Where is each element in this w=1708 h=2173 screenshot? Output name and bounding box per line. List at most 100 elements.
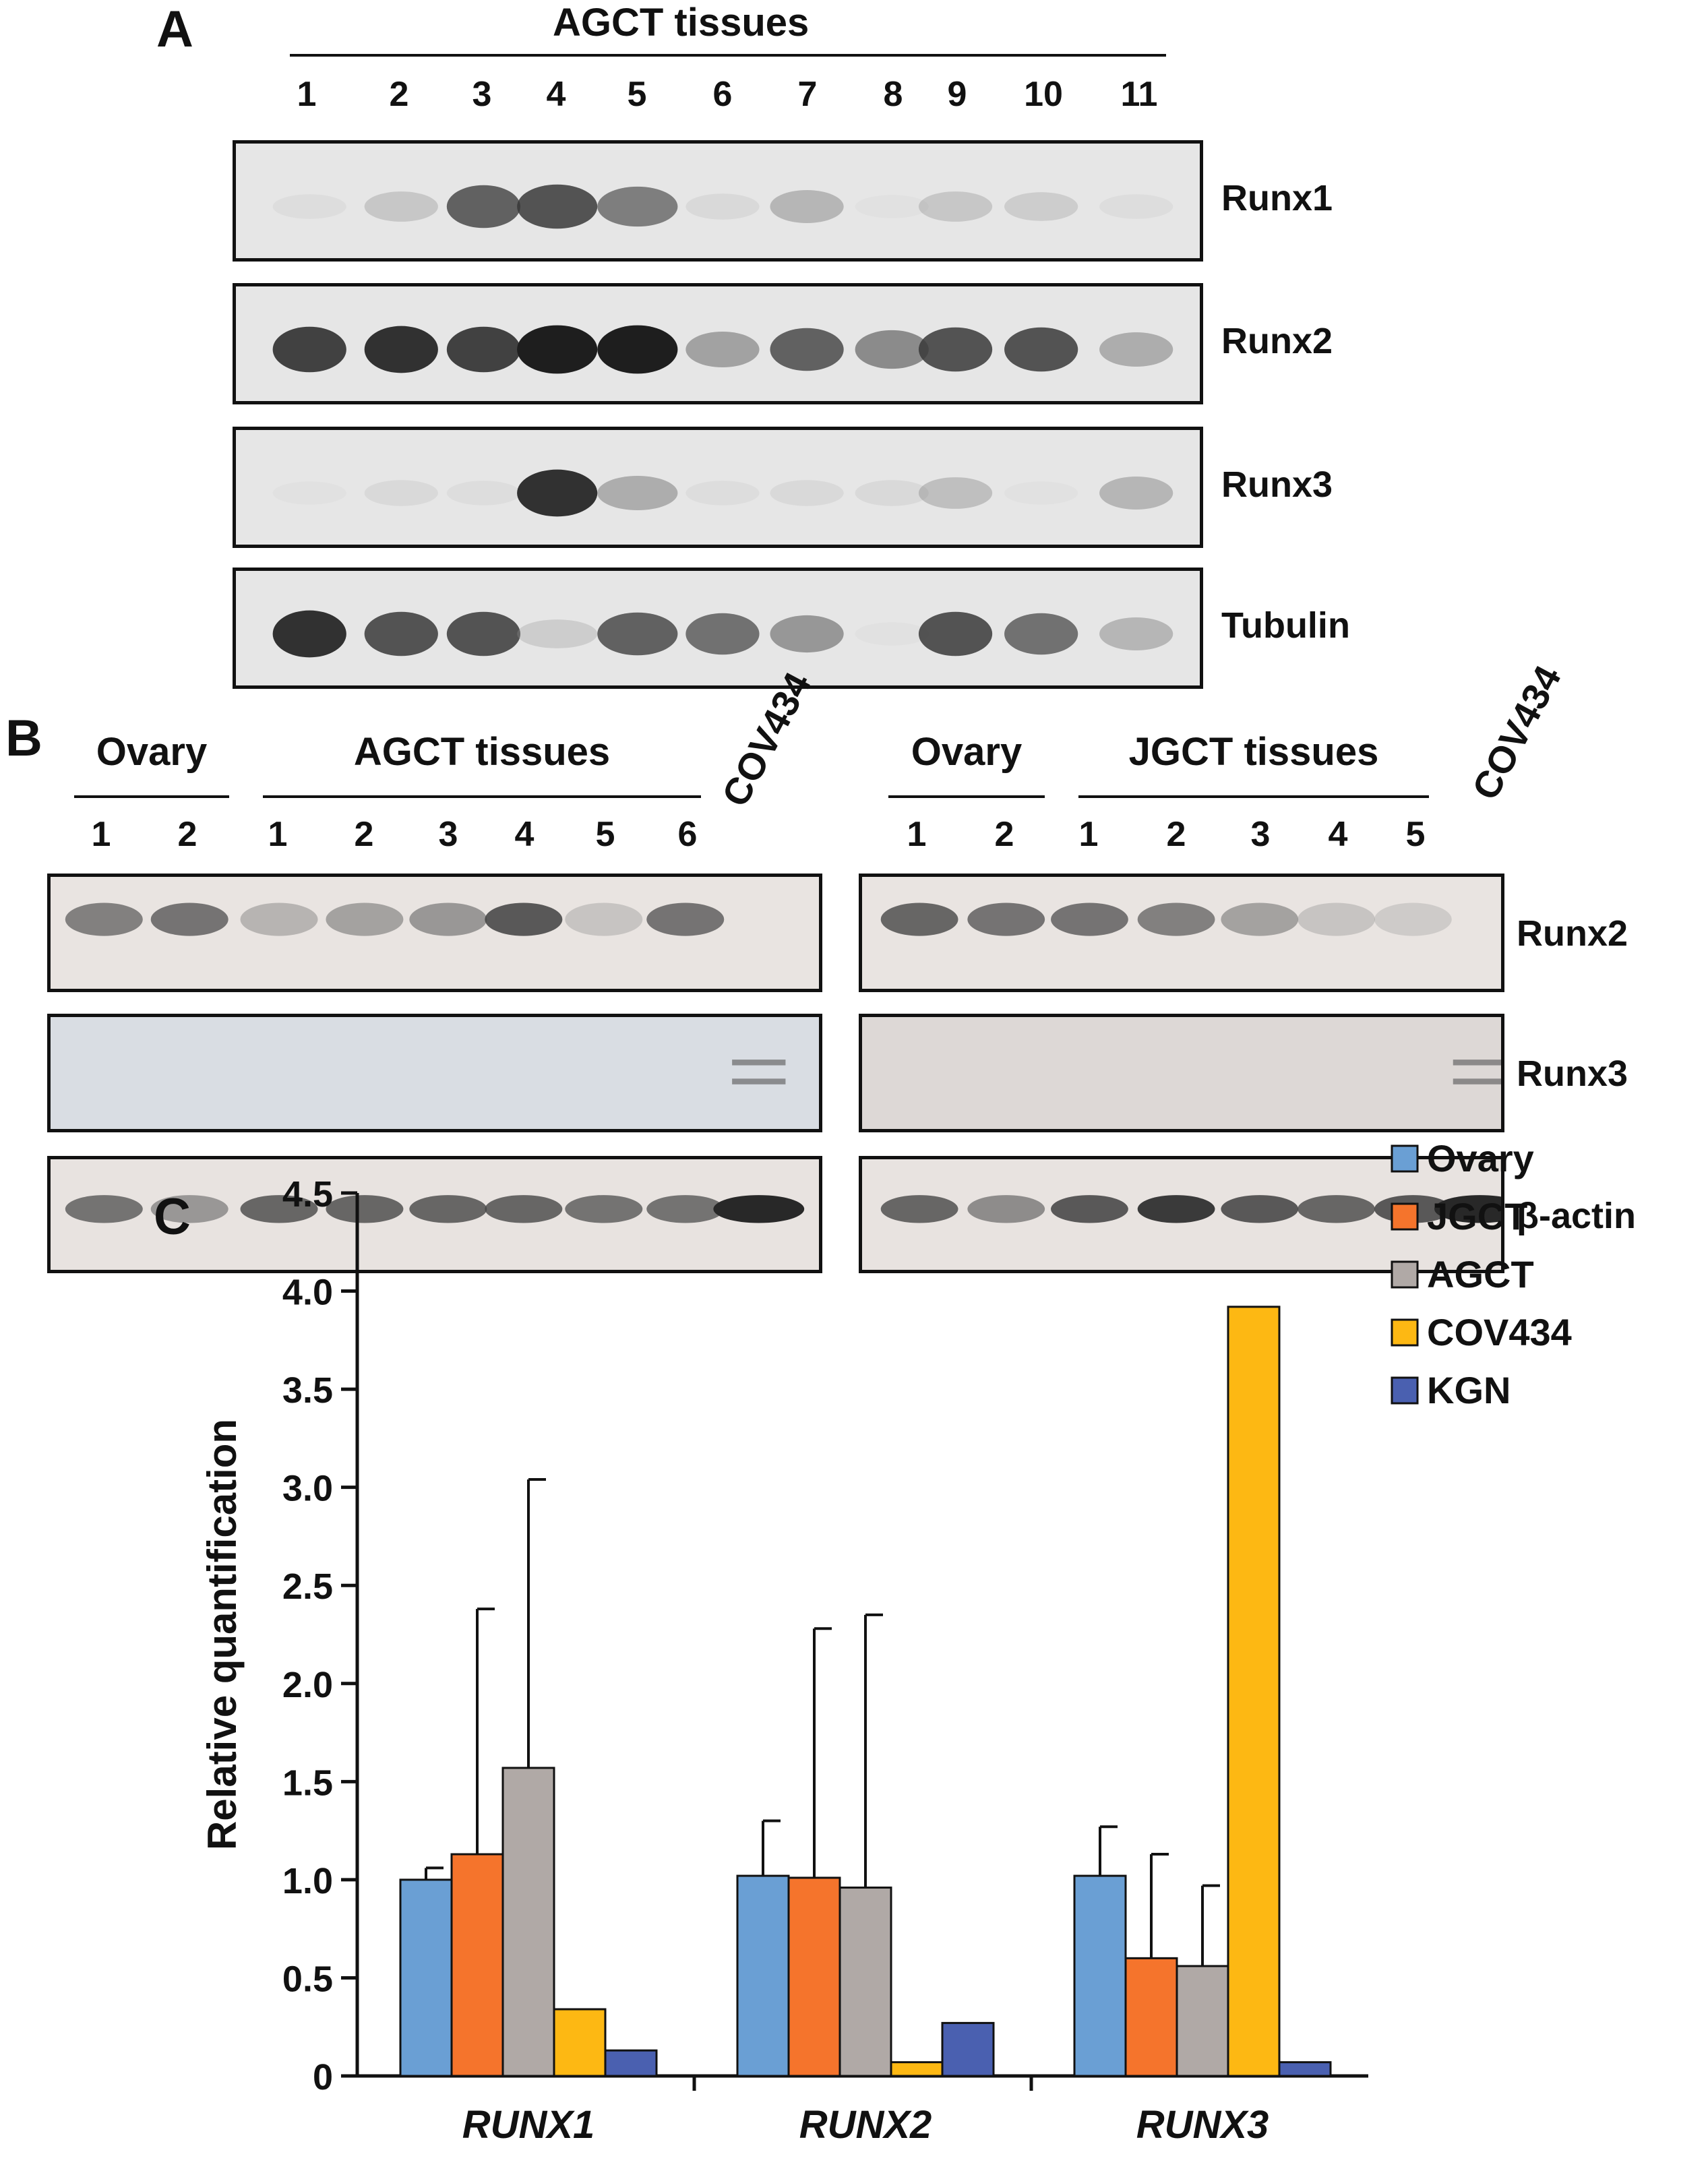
band xyxy=(855,622,929,646)
band xyxy=(685,331,760,368)
band xyxy=(713,1195,805,1223)
band xyxy=(1453,1060,1501,1066)
lane-number: 11 xyxy=(1120,75,1158,114)
y-tick-label: 1.5 xyxy=(282,1763,333,1803)
legend-label: JGCT xyxy=(1427,1195,1527,1237)
x-tick-label: RUNX2 xyxy=(799,2103,932,2147)
lane-number: 3 xyxy=(438,815,458,854)
band xyxy=(918,611,993,656)
bar xyxy=(890,2061,944,2077)
lane-number: 2 xyxy=(1166,815,1186,854)
lane-number: 6 xyxy=(677,815,698,854)
band xyxy=(517,619,598,648)
bar xyxy=(1073,1874,1127,2077)
panel-a-header-line xyxy=(290,54,1166,57)
band xyxy=(1004,192,1078,221)
band xyxy=(272,326,346,373)
blot-runx3 xyxy=(233,427,1203,548)
blot-tubulin xyxy=(233,568,1203,689)
y-tick-label: 3.0 xyxy=(282,1469,333,1509)
panel-b-letter: B xyxy=(5,710,42,767)
lane-number: 7 xyxy=(797,75,818,114)
legend-label: Ovary xyxy=(1427,1137,1534,1180)
band xyxy=(364,191,438,222)
band xyxy=(65,1195,143,1223)
lane-number: 1 xyxy=(297,75,317,114)
band xyxy=(1221,902,1299,936)
band xyxy=(364,326,438,373)
lane-number: 3 xyxy=(472,75,492,114)
lane-number: 1 xyxy=(907,815,927,854)
y-tick-label: 4.0 xyxy=(282,1273,333,1313)
blot-label: Runx2 xyxy=(1221,321,1333,361)
lane-number: 2 xyxy=(994,815,1014,854)
band xyxy=(1099,477,1173,510)
lane-number: 4 xyxy=(1328,815,1348,854)
band xyxy=(646,1195,725,1223)
blot-label: Runx3 xyxy=(1221,464,1333,505)
lane-number: 5 xyxy=(595,815,615,854)
lane-number: 4 xyxy=(546,75,566,114)
legend-swatch xyxy=(1391,1144,1419,1173)
band xyxy=(485,1195,563,1223)
lane-number: 5 xyxy=(627,75,647,114)
band xyxy=(597,476,678,510)
blot-label: Runx2 xyxy=(1517,913,1628,954)
lane-number: 6 xyxy=(712,75,733,114)
band xyxy=(1298,1195,1375,1223)
bar xyxy=(941,2021,995,2077)
band xyxy=(1374,902,1452,936)
panel-c-letter: C xyxy=(154,1188,191,1246)
x-tick-label: RUNX3 xyxy=(1136,2103,1269,2147)
blot-runx2 xyxy=(233,283,1203,404)
band xyxy=(565,1195,643,1223)
band xyxy=(597,325,678,374)
band xyxy=(1051,902,1128,936)
band xyxy=(880,1195,958,1223)
band xyxy=(446,326,521,373)
y-tick-label: 1.0 xyxy=(282,1861,333,1901)
blot-right-row-0 xyxy=(859,874,1504,992)
group-line xyxy=(263,795,701,798)
band xyxy=(272,481,346,505)
lane-number: 2 xyxy=(177,815,197,854)
band xyxy=(1298,902,1375,936)
band xyxy=(1004,327,1078,372)
bar xyxy=(1278,2061,1332,2077)
band xyxy=(240,1195,318,1223)
panel-a-letter: A xyxy=(156,1,193,58)
band xyxy=(1137,902,1215,936)
y-tick-label: 0.5 xyxy=(282,1959,333,1999)
band xyxy=(446,481,521,506)
blot-left-row-2 xyxy=(47,1156,822,1273)
band xyxy=(65,902,143,936)
band xyxy=(1099,332,1173,367)
band xyxy=(1099,617,1173,650)
lane-number: 1 xyxy=(268,815,288,854)
blot-label: Tubulin xyxy=(1221,605,1350,646)
band xyxy=(565,902,643,936)
band xyxy=(1453,1078,1501,1084)
group-line xyxy=(888,795,1045,798)
legend-swatch xyxy=(1391,1260,1419,1289)
bar xyxy=(736,1874,790,2077)
blot-label: β-actin xyxy=(1517,1196,1636,1236)
band xyxy=(770,328,844,371)
group-label: JGCT tissues xyxy=(1128,730,1379,774)
band xyxy=(446,185,521,228)
band xyxy=(364,480,438,506)
panel-a-header: AGCT tissues xyxy=(553,1,810,44)
x-tick-label: RUNX1 xyxy=(462,2103,595,2147)
blot-left-row-1 xyxy=(47,1014,822,1132)
band xyxy=(240,902,318,936)
band xyxy=(597,186,678,227)
lane-number: 9 xyxy=(947,75,967,114)
group-line xyxy=(1078,795,1429,798)
band xyxy=(918,191,993,222)
lane-number: 10 xyxy=(1024,75,1063,114)
group-label: Ovary xyxy=(911,730,1023,774)
bar xyxy=(1227,1306,1281,2077)
lane-number: 2 xyxy=(389,75,409,114)
band xyxy=(272,194,346,219)
